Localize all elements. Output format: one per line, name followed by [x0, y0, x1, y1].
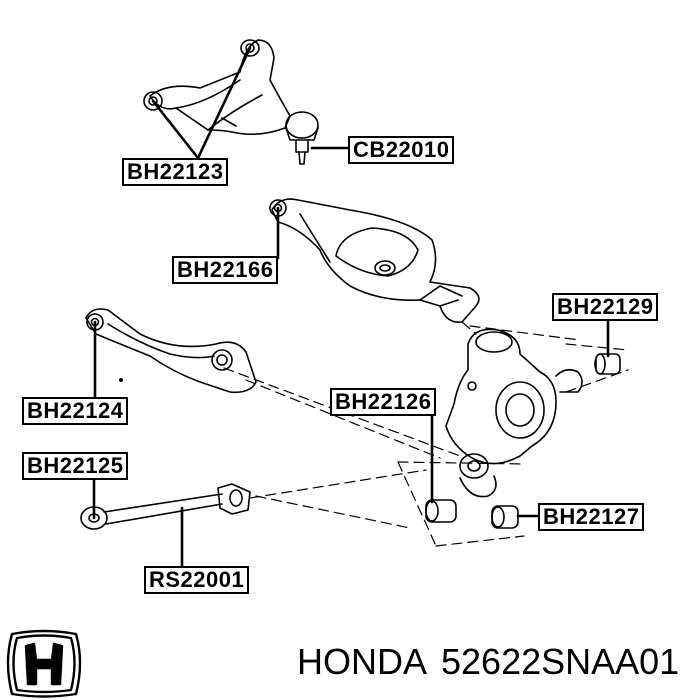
honda-h-logo-icon	[6, 629, 82, 698]
label-bh22127: BH22127	[538, 503, 645, 531]
toe-link-rod	[80, 483, 251, 530]
label-bh22125: BH22125	[22, 452, 129, 480]
label-bh22124: BH22124	[22, 397, 129, 425]
dashed-assembly-lines	[223, 321, 629, 547]
knuckle-hub	[445, 328, 583, 498]
bushing-bh22126	[425, 499, 457, 523]
leader-lines-top	[151, 46, 352, 160]
part-number: 52622SNAA01	[441, 641, 680, 682]
label-bh22123: BH22123	[122, 158, 229, 186]
footer-part-info: HONDA 52622SNAA01	[297, 640, 693, 684]
brand-name: HONDA	[297, 641, 428, 682]
lower-control-arm	[269, 198, 480, 323]
label-cb22010: CB22010	[348, 136, 455, 164]
label-bh22166: BH22166	[172, 256, 279, 284]
label-rs22001: RS22001	[144, 566, 250, 594]
label-bh22126: BH22126	[330, 388, 437, 416]
label-bh22129: BH22129	[552, 293, 659, 321]
bushing-bh22127	[491, 505, 519, 529]
trailing-arm	[85, 308, 257, 394]
ball-joint	[285, 111, 319, 165]
